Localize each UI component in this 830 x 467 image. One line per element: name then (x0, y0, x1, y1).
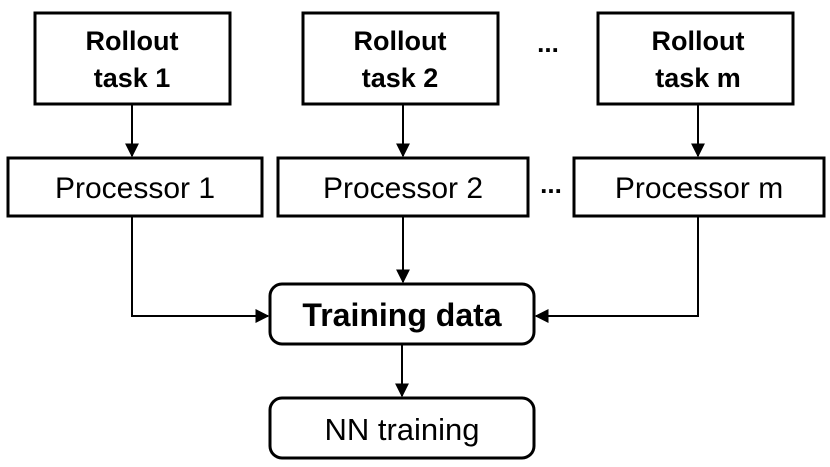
rollout-task-2-line1: Rollout (354, 26, 447, 56)
arrow-processorm-to-training-data (534, 216, 699, 323)
processor-2-label: Processor 2 (323, 172, 483, 205)
nn-training-box: NN training (268, 396, 536, 460)
nn-training-label: NN training (324, 412, 479, 447)
arrow-processor1-to-training-data (131, 216, 270, 323)
processor-1-label: Processor 1 (55, 172, 215, 205)
rollout-task-1: Rollout task 1 (33, 11, 232, 106)
processors-ellipsis: ... (540, 169, 562, 199)
rollout-task-m-line2: task m (655, 63, 741, 93)
training-data-box: Training data (268, 282, 536, 346)
rollout-task-1-line1: Rollout (86, 26, 179, 56)
rollout-task-m: Rollout task m (596, 11, 795, 106)
rollout-task-2-line2: task 2 (362, 63, 439, 93)
processor-m-label: Processor m (615, 172, 783, 205)
processor-2: Processor 2 (276, 156, 530, 218)
rollout-task-2: Rollout task 2 (301, 11, 500, 106)
processor-m: Processor m (572, 156, 826, 218)
processor-1: Processor 1 (6, 156, 264, 218)
training-data-label: Training data (302, 297, 501, 333)
rollout-task-1-line2: task 1 (94, 63, 171, 93)
tasks-ellipsis: ... (537, 28, 559, 58)
rollout-task-m-line1: Rollout (652, 26, 745, 56)
